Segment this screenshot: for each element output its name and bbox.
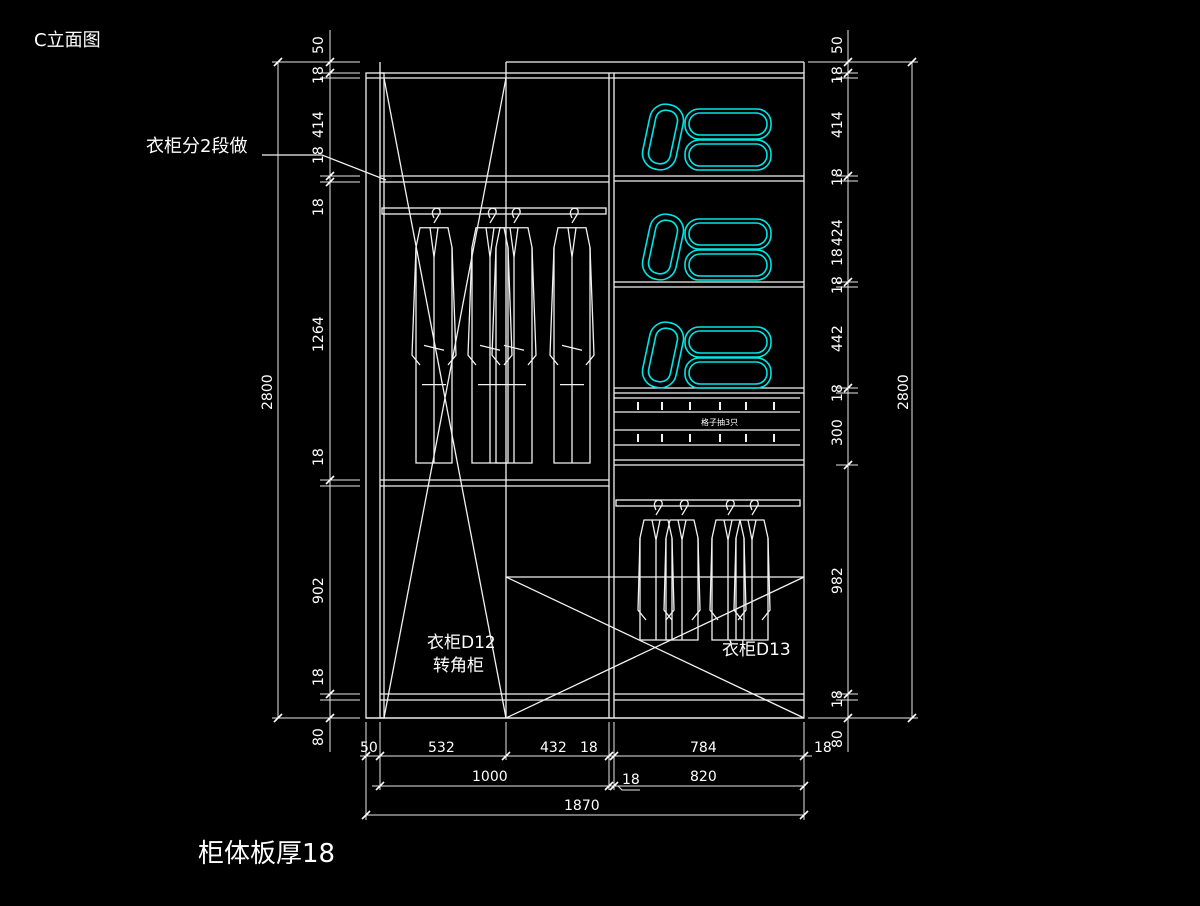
lower-compartment-cross: [505, 576, 805, 719]
drawing-title: C立面图: [34, 30, 101, 51]
right-dimension-chain: 50 18 414 18 424 18 18 442 18 300 982 18…: [808, 30, 918, 752]
cabinet-frame: [365, 61, 805, 719]
bottom-dim-9: 820: [690, 769, 717, 785]
right-dim-5: 424: [830, 219, 846, 246]
left-dim-10: 80: [311, 728, 327, 746]
left-dim-9: 18: [311, 668, 327, 686]
right-dim-12: 18: [830, 690, 846, 708]
cabinet-d12-label: 衣柜D12: [427, 633, 496, 653]
right-dim-3: 414: [830, 111, 846, 138]
split-note: 衣柜分2段做: [146, 136, 247, 157]
bottom-dim-2: 532: [428, 740, 455, 756]
right-dim-13: 80: [830, 730, 846, 748]
bottom-total-width: 1870: [564, 798, 600, 814]
board-thickness-note: 柜体板厚18: [198, 839, 335, 869]
hanging-shirts-right: [637, 499, 771, 641]
left-dimension-chain: 50 18 414 18 18 1264 18 902 18 80 2800: [260, 30, 360, 752]
bottom-dim-6: 18: [814, 740, 832, 756]
left-dim-6: 1264: [311, 316, 327, 352]
left-dim-7: 18: [311, 448, 327, 466]
bottom-dimension-chain: 50 532 432 18 784 18 1000 18 820 1870: [360, 722, 832, 820]
left-total-height: 2800: [260, 374, 276, 410]
storage-boxes: [641, 103, 772, 389]
right-dim-6: 18: [830, 248, 846, 266]
left-dim-4: 18: [311, 146, 327, 164]
bottom-dim-1: 50: [360, 740, 378, 756]
drawer-unit: 格子抽3只: [614, 397, 800, 446]
right-dim-2: 18: [830, 66, 846, 84]
right-dim-11: 982: [830, 567, 846, 594]
bottom-dim-7: 1000: [472, 769, 508, 785]
right-dim-8: 442: [830, 325, 846, 352]
right-dim-7: 18: [830, 276, 846, 294]
cabinet-d12-sublabel: 转角柜: [433, 656, 484, 676]
left-dim-8: 902: [311, 577, 327, 604]
bottom-dim-5: 784: [690, 740, 717, 756]
right-dim-4: 18: [830, 168, 846, 186]
left-dim-5: 18: [311, 198, 327, 216]
drawer-label: 格子抽3只: [701, 417, 738, 427]
left-dim-1: 50: [311, 36, 327, 54]
right-dim-1: 50: [830, 36, 846, 54]
left-dim-2: 18: [311, 66, 327, 84]
right-dim-10: 300: [830, 419, 846, 446]
bottom-dim-8: 18: [622, 772, 640, 788]
left-dim-3: 414: [311, 111, 327, 138]
split-note-leader: [262, 154, 387, 181]
bottom-dim-3: 432: [540, 740, 567, 756]
right-dim-9: 18: [830, 384, 846, 402]
right-total-height: 2800: [896, 374, 912, 410]
corner-cabinet-cross: [383, 77, 507, 719]
cabinet-d13-label: 衣柜D13: [722, 640, 791, 660]
bottom-dim-4: 18: [580, 740, 598, 756]
hanging-rod-right: [615, 499, 801, 507]
